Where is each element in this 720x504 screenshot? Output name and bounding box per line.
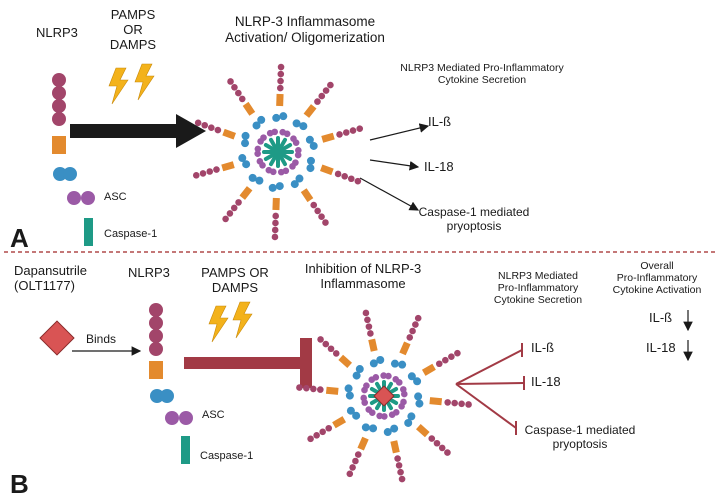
caspase-1-b — [181, 436, 190, 464]
oligomer-arm — [381, 411, 406, 483]
drug-label: Dapansutrile (OLT1177) — [14, 263, 87, 293]
oligomer-arm — [307, 399, 373, 443]
lightning-icon — [134, 63, 155, 101]
panel-letter-b: B — [10, 469, 29, 499]
asc-label-b: ASC — [202, 409, 225, 421]
oligomer-arm — [292, 125, 364, 154]
caspase-1-a — [84, 218, 93, 246]
trigger-label-a: PAMPS OR DAMPS — [109, 7, 157, 52]
caspase-label-a: Caspase-1 — [104, 228, 158, 240]
overall-il18: IL-18 — [646, 340, 676, 355]
activation-title: NLRP-3 Inflammasome Activation/ Oligomer… — [225, 14, 385, 45]
oligomer-arm — [346, 409, 383, 478]
bound-drug-diamond — [373, 385, 395, 407]
output-il1b-a: IL-ß — [428, 114, 452, 129]
asc-label-a: ASC — [104, 191, 127, 203]
oligomer-arm — [317, 336, 376, 389]
secretion-title-a: NLRP3 Mediated Pro-Inflammatory Cytokine… — [400, 62, 564, 87]
oligomer-arm — [271, 63, 288, 136]
arrow-casp-a — [359, 177, 420, 211]
overall-il1b: IL-ß — [649, 310, 673, 325]
inflammasome-oligomer-a — [192, 63, 364, 241]
overall-title: Overall Pro-Inflammatory Cytokine Activa… — [612, 260, 702, 297]
inflammasome-oligomer-b — [296, 309, 472, 483]
asc-monomer-b — [165, 411, 193, 425]
oligomer-arm — [227, 78, 274, 141]
dapansutrile-diamond — [39, 320, 75, 356]
inhibition-bar — [184, 338, 312, 388]
nlrp3-monomer-a — [52, 73, 77, 181]
nlrp3-label-a: NLRP3 — [36, 25, 78, 40]
output-il18-a: IL-18 — [424, 159, 454, 174]
oligomer-arm — [392, 403, 451, 456]
activation-arrow — [70, 114, 206, 148]
arrow-il1b-a — [369, 123, 430, 141]
lightning-icon — [108, 67, 129, 105]
oligomer-arm — [283, 81, 334, 143]
nlrp3-monomer-b — [149, 303, 174, 403]
oligomer-arm — [292, 151, 362, 185]
asc-monomer-a — [67, 191, 95, 205]
oligomer-arm — [282, 163, 329, 226]
oligomer-arm — [268, 168, 285, 241]
output-il18-b: IL-18 — [531, 374, 561, 389]
secretion-title-b: NLRP3 Mediated Pro-Inflammatory Cytokine… — [493, 270, 583, 307]
inhibition-lines-b — [455, 343, 525, 435]
output-casp-a: Caspase-1 mediated pryoptosis — [418, 205, 530, 233]
oligomer-arm — [222, 161, 273, 223]
lightning-icon — [208, 305, 229, 343]
inhibition-title: Inhibition of NLRP-3 Inflammasome — [304, 261, 422, 291]
oligomer-arm — [400, 390, 472, 408]
panel-letter-a: A — [10, 223, 29, 253]
nlrp3-label-b: NLRP3 — [128, 265, 170, 280]
oligomer-arm — [194, 119, 264, 153]
output-casp-b: Caspase-1 mediated pryoptosis — [524, 423, 636, 451]
oligomer-arm — [385, 314, 422, 383]
oligomer-arm — [395, 349, 461, 393]
caspase-core — [262, 136, 294, 168]
oligomer-arm — [192, 150, 264, 179]
oligomer-arm — [362, 309, 387, 381]
binds-label: Binds — [86, 332, 117, 346]
oligomer-arm — [296, 384, 368, 402]
output-il1b-b: IL-ß — [531, 340, 555, 355]
caspase-label-b: Caspase-1 — [200, 450, 254, 462]
arrow-il18-a — [369, 159, 420, 171]
trigger-label-b: PAMPS OR DAMPS — [201, 265, 269, 295]
lightning-icon — [232, 301, 253, 339]
